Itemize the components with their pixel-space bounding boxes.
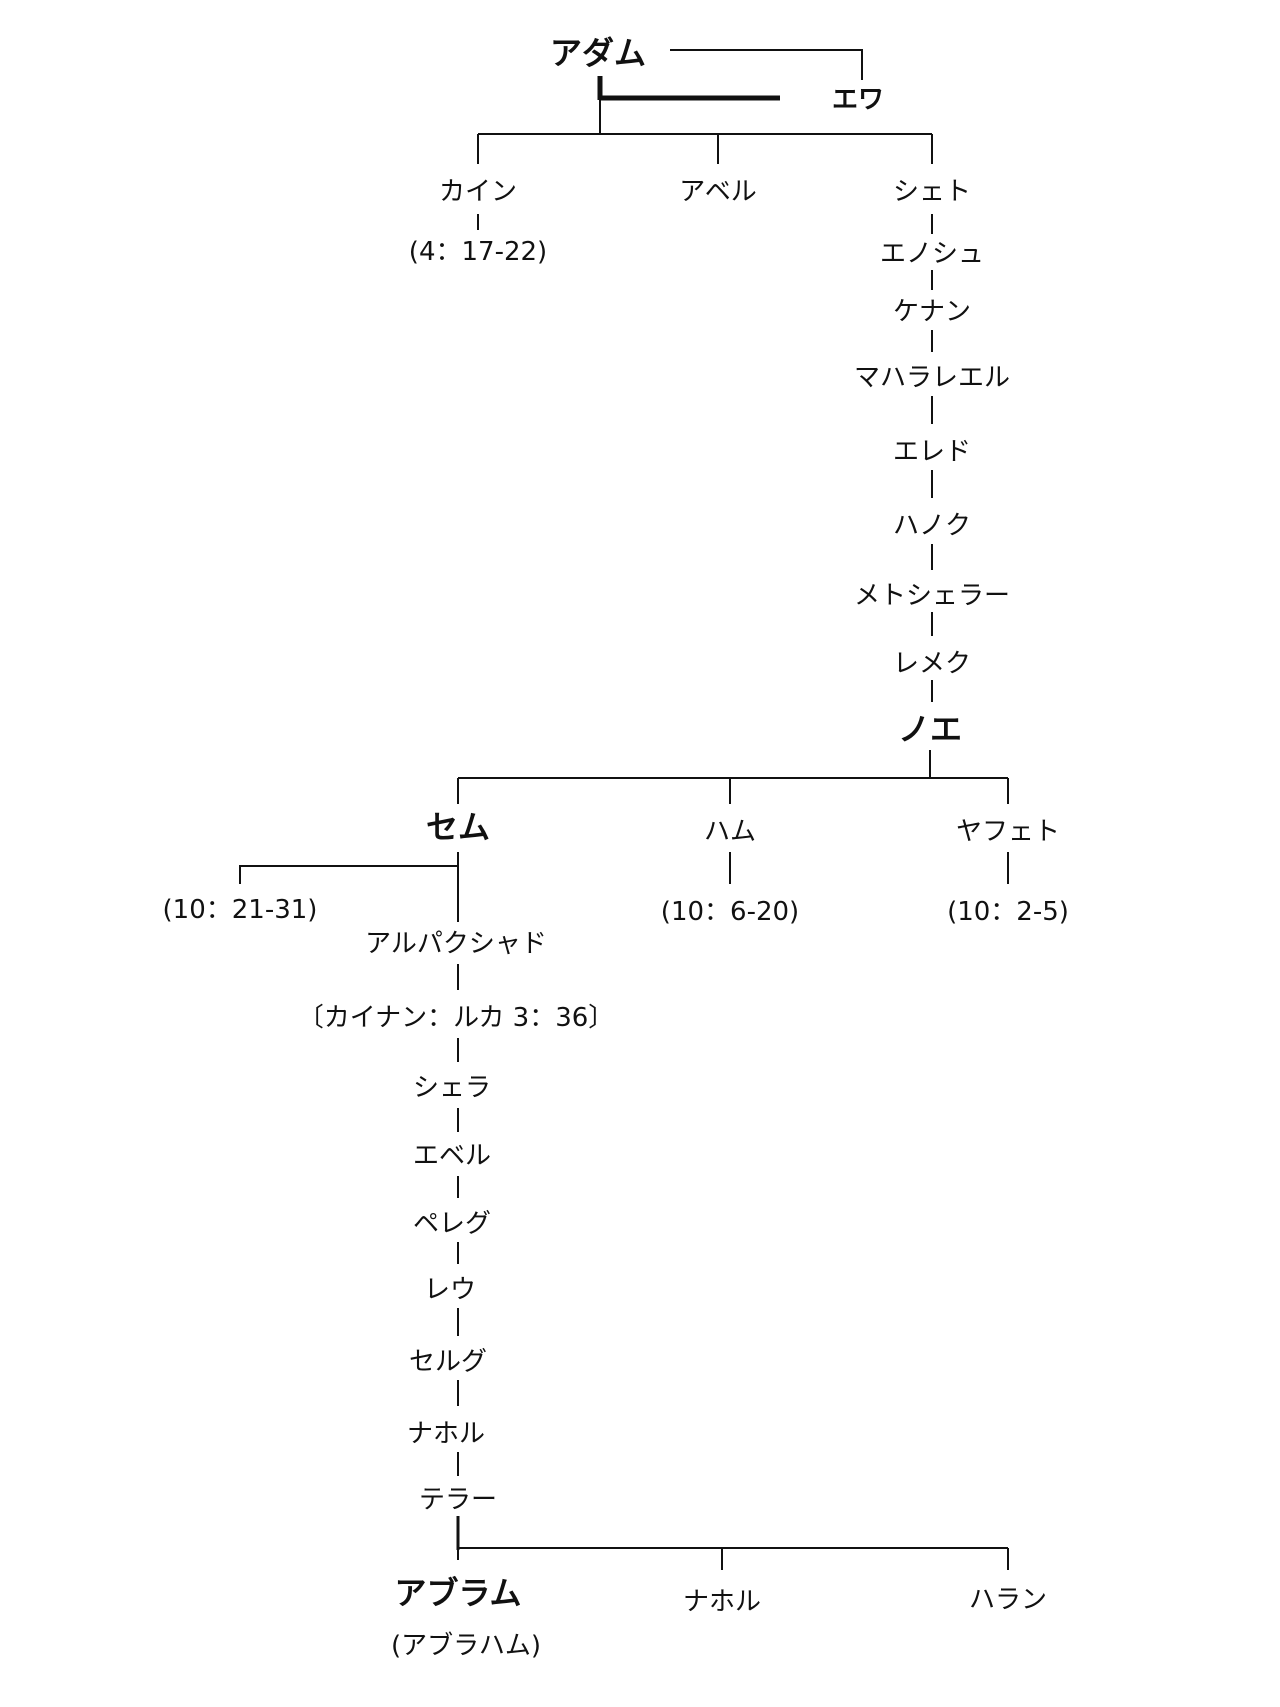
name-noah: ノエ <box>898 710 962 748</box>
name-eve: エワ <box>832 85 884 115</box>
name-eber: エベル <box>413 1141 491 1171</box>
shem-ref-branch <box>239 865 458 884</box>
ref-cain: (4：17-22) <box>409 237 547 267</box>
name-enosh: エノシュ <box>880 239 984 269</box>
name-kenan: ケナン <box>893 297 971 327</box>
name-abram-alt: (アブラハム) <box>391 1631 541 1661</box>
name-labels: アダム エワ カイン (4：17-22) アベル シェト エノシュ ケナン マハ… <box>163 34 1069 1661</box>
connector-lines <box>239 49 1009 1570</box>
name-methuselah: メトシェラー <box>854 581 1010 611</box>
name-arpachshad: アルパクシャド <box>365 929 547 959</box>
ref-shem: (10：21-31) <box>163 895 318 925</box>
name-abram: アブラム <box>394 1574 521 1612</box>
name-haran: ハラン <box>969 1585 1047 1615</box>
ref-japheth: (10：2-5) <box>947 897 1069 927</box>
name-adam: アダム <box>550 34 646 72</box>
name-cainan: 〔カイナン：ルカ 3：36〕 <box>298 1003 615 1033</box>
name-cain: カイン <box>439 177 517 207</box>
name-shelah: シェラ <box>413 1073 491 1103</box>
name-jared: エレド <box>893 437 971 467</box>
name-peleg: ペレグ <box>413 1209 491 1239</box>
name-reu: レウ <box>424 1275 476 1305</box>
name-serug: セルグ <box>409 1347 487 1377</box>
name-enoch: ハノク <box>893 511 971 541</box>
ref-ham: (10：6-20) <box>661 897 799 927</box>
name-lamech: レメク <box>893 649 971 679</box>
name-nahor-1: ナホル <box>407 1419 485 1449</box>
name-abel: アベル <box>679 177 756 207</box>
name-japheth: ヤフェト <box>956 817 1060 847</box>
name-ham: ハム <box>704 817 756 847</box>
name-shem: セム <box>426 808 490 846</box>
name-nahor-2: ナホル <box>683 1587 761 1617</box>
name-mahalalel: マハラレエル <box>854 363 1010 393</box>
name-seth: シェト <box>893 177 971 207</box>
name-terah: テラー <box>419 1485 497 1515</box>
adam-eve-line <box>670 49 863 80</box>
